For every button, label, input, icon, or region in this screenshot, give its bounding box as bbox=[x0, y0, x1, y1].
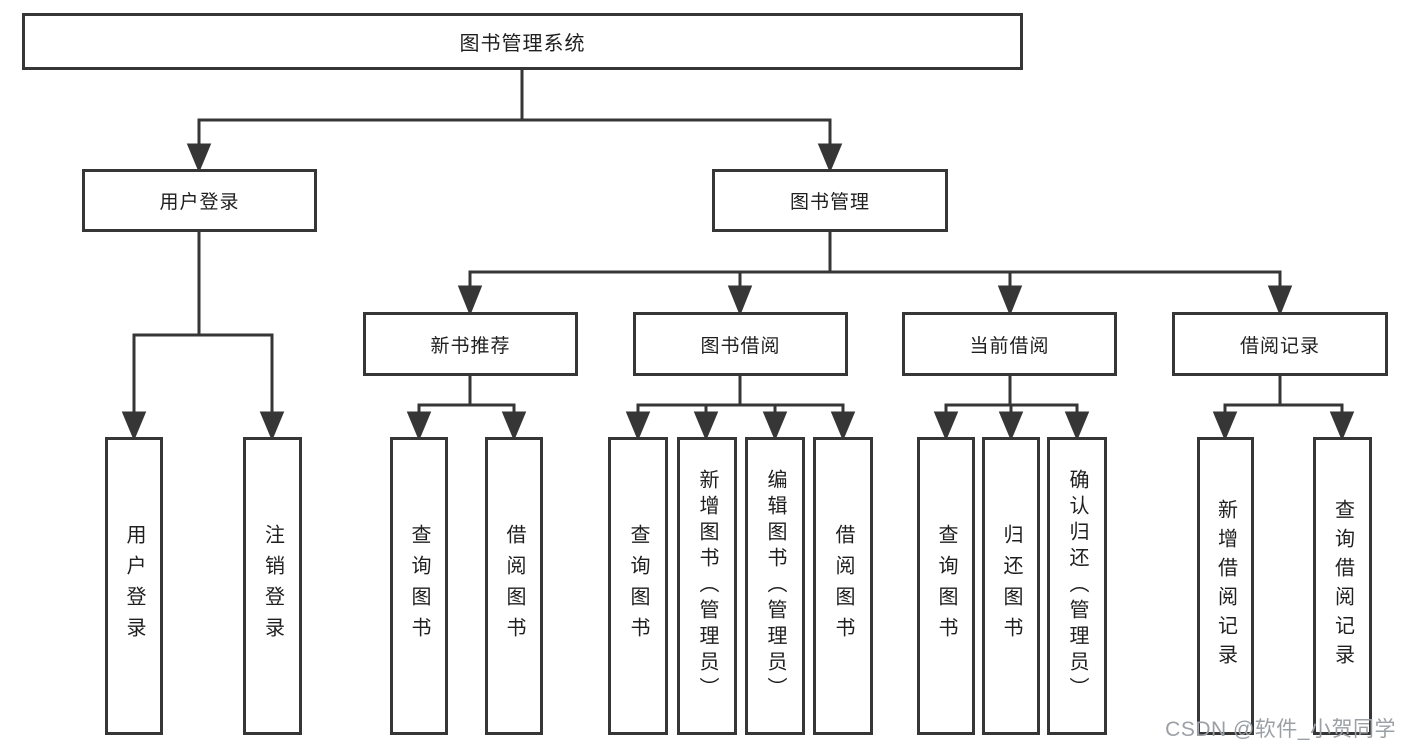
node-br-query-record: 查询借阅记录 bbox=[1313, 437, 1372, 735]
node-borrow-record: 借阅记录 bbox=[1172, 312, 1388, 376]
node-label: 查询图书 bbox=[408, 524, 430, 648]
node-label: 注销登录 bbox=[261, 524, 284, 648]
node-label: 借阅图书 bbox=[503, 524, 525, 648]
node-label: 用户登录 bbox=[159, 192, 240, 213]
node-user-login-leaf: 用户登录 bbox=[105, 437, 163, 735]
node-current-borrow: 当前借阅 bbox=[902, 312, 1117, 376]
node-label: 图书管理 bbox=[789, 192, 870, 213]
node-user-login-group: 用户登录 bbox=[82, 169, 317, 232]
node-bb-query-book: 查询图书 bbox=[608, 437, 668, 735]
node-book-borrow: 图书借阅 bbox=[633, 312, 848, 376]
node-nb-borrow-book: 借阅图书 bbox=[485, 437, 543, 735]
node-label: 当前借阅 bbox=[969, 335, 1050, 357]
node-label: 图书管理系统 bbox=[459, 33, 586, 55]
node-label: 借阅图书 bbox=[832, 524, 854, 648]
node-label: 新增借阅记录 bbox=[1214, 499, 1237, 673]
node-label: 查询借阅记录 bbox=[1331, 499, 1354, 673]
csdn-watermark: CSDN @软件_小贺同学 bbox=[1165, 718, 1396, 741]
node-label: 用户登录 bbox=[123, 524, 145, 648]
node-br-add-record: 新增借阅记录 bbox=[1197, 437, 1254, 735]
node-label: 图书借阅 bbox=[700, 335, 781, 357]
node-label: 查询图书 bbox=[935, 524, 957, 648]
node-logout-leaf: 注销登录 bbox=[243, 437, 302, 735]
node-label: 新增图书（管理员） bbox=[696, 469, 718, 703]
node-book-management: 图书管理 bbox=[712, 169, 948, 232]
node-library-management-system: 图书管理系统 bbox=[22, 13, 1023, 70]
node-cb-confirm-return-admin: 确认归还（管理员） bbox=[1047, 437, 1107, 735]
node-label: 借阅记录 bbox=[1239, 335, 1320, 357]
node-label: 查询图书 bbox=[627, 524, 649, 648]
node-new-book-recommend: 新书推荐 bbox=[363, 312, 578, 376]
node-cb-query-book: 查询图书 bbox=[917, 437, 975, 735]
node-cb-return-book: 归还图书 bbox=[982, 437, 1040, 735]
node-label: 编辑图书（管理员） bbox=[764, 469, 786, 703]
node-bb-borrow-book: 借阅图书 bbox=[813, 437, 873, 735]
node-bb-add-book-admin: 新增图书（管理员） bbox=[677, 437, 737, 735]
node-nb-query-book: 查询图书 bbox=[390, 437, 448, 735]
node-label: 归还图书 bbox=[1000, 524, 1022, 648]
node-label: 新书推荐 bbox=[430, 335, 511, 357]
node-label: 确认归还（管理员） bbox=[1066, 469, 1088, 703]
node-bb-edit-book-admin: 编辑图书（管理员） bbox=[745, 437, 805, 735]
